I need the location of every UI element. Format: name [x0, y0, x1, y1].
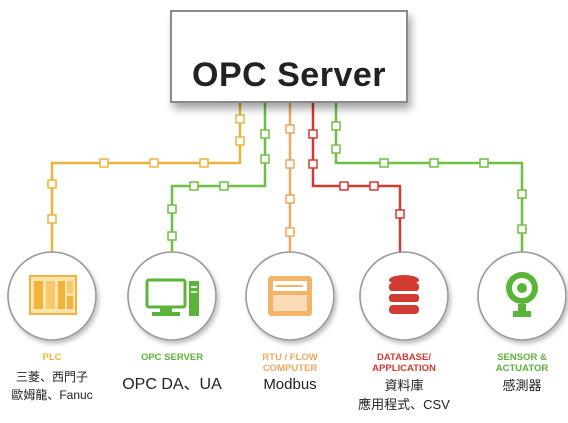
computer-icon: [145, 278, 199, 316]
sensor-icon: [506, 272, 538, 317]
opc-category: OPC SERVER: [140, 352, 204, 363]
plc-rack-icon: [29, 275, 77, 315]
sensor-desc: 感測器: [502, 378, 542, 393]
line-plc: [50, 103, 242, 252]
rtu-desc: Modbus: [263, 376, 317, 393]
rtu-category-line-1: RTU / FLOW: [262, 352, 318, 363]
line-sensor: [334, 103, 524, 252]
plc-desc-line-2: 歐姆龍、Fanuc: [11, 388, 93, 402]
db-desc-line-2: 應用程式、CSV: [358, 397, 450, 412]
line-db: [311, 103, 402, 252]
opc-desc: OPC DA、UA: [122, 376, 222, 393]
db-category-line-1: DATABASE/: [376, 352, 431, 363]
line-opc: [170, 103, 267, 252]
sensor-category-line-1: SENSOR &: [497, 352, 547, 363]
flow-computer-icon: [268, 276, 312, 316]
rtu-category-line-2: COMPUTER: [262, 363, 318, 374]
server-title: OPC Server: [192, 56, 386, 94]
plc-desc-line-1: 三菱、西門子: [15, 370, 88, 384]
db-desc-line-1: 資料庫: [384, 378, 424, 393]
sensor-category-line-2: ACTUATOR: [495, 363, 549, 374]
database-icon: [389, 275, 419, 314]
line-markers: [47, 114, 527, 241]
db-category-line-2: APPLICATION: [372, 363, 436, 374]
opc-server-box: [170, 10, 408, 103]
plc-category: PLC: [42, 352, 62, 363]
